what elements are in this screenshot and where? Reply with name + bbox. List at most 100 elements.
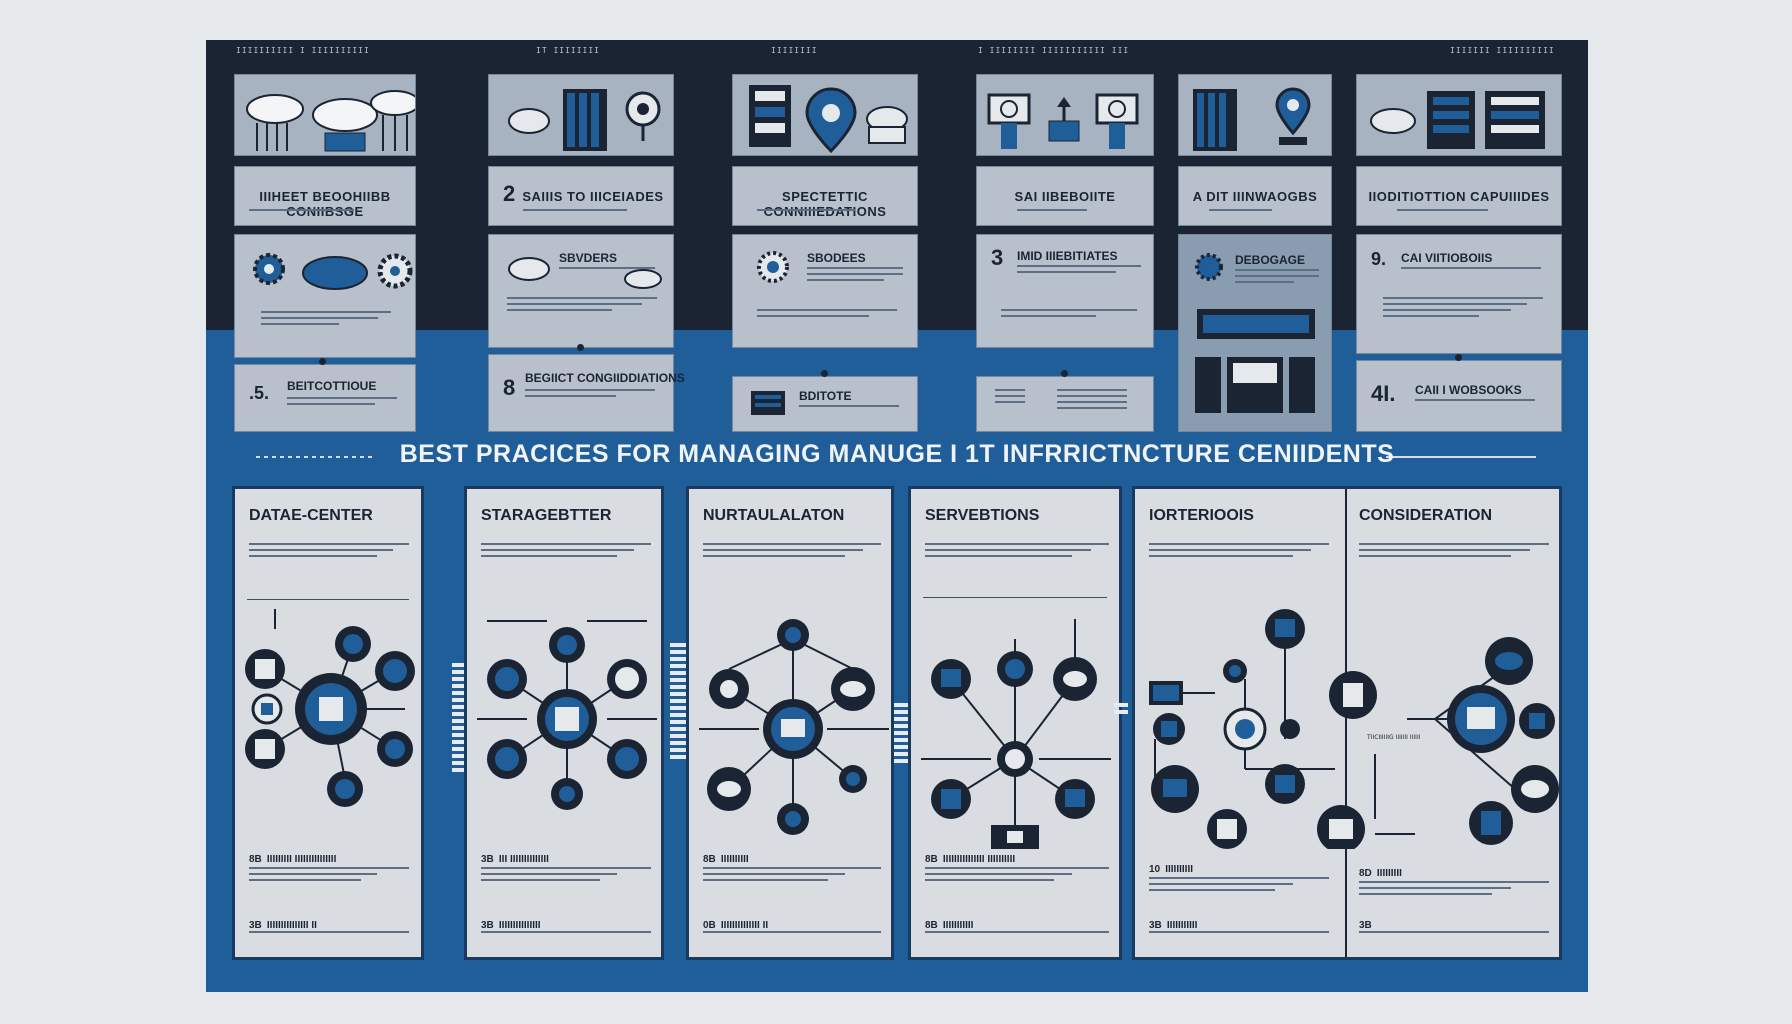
step-title: CAII I WOBSOOKS — [1415, 383, 1522, 397]
cloud-icon — [370, 90, 420, 151]
footer-box: 8 BEGIICT CONGIIDDIATIONS — [488, 354, 685, 432]
step-number: 2 — [503, 181, 516, 206]
binder-clip — [1114, 700, 1128, 717]
body-box: 3 IMID IIIEBITIATES — [976, 234, 1154, 348]
icon-strip — [976, 74, 1154, 156]
body-box: DEBOGAGE — [1178, 234, 1332, 432]
connector-dot — [1251, 226, 1258, 233]
banner-dash-left — [256, 456, 376, 458]
text-lines — [1235, 265, 1319, 287]
text-lines — [1415, 395, 1535, 405]
cloud-icon — [508, 257, 550, 281]
server-rack-icon — [1427, 91, 1475, 149]
text-lines — [559, 263, 655, 273]
footnote-number: 0B — [703, 920, 716, 931]
text-lines — [1359, 927, 1549, 937]
column-heading: SPECTETTIC CONNIIIEDATIONS — [763, 189, 887, 219]
cloud-icon — [246, 94, 304, 151]
flow-diagram: TIICIIIIIIG IIIIIII IIIIII — [1149, 609, 1559, 849]
connector-dot — [577, 226, 584, 233]
cloud-icon — [624, 269, 662, 289]
step-title: SBVDERS — [559, 251, 618, 265]
monitor-icons — [987, 93, 1139, 149]
step-title: BEITCOTTIOUE — [287, 379, 377, 393]
connector-dot — [821, 370, 828, 377]
footer-box — [976, 376, 1154, 432]
server-icons — [508, 89, 661, 151]
connector-dot — [1061, 370, 1068, 377]
connector-dot — [1061, 226, 1068, 233]
panel-footnote: 8D IIIIIIIII — [1359, 861, 1549, 895]
panel-title: SERVEBTIONS — [925, 507, 1040, 524]
footnote-title: IIIIIIIII — [1376, 868, 1402, 879]
text-lines — [703, 863, 881, 885]
lower-panel-virtualization: NURTAULALATON 8B IIIIIIIIII 0B IIIIIIIII… — [686, 486, 894, 960]
footnote-title: IIIIIIIIII — [1165, 864, 1194, 875]
footnote-number: 8B — [925, 854, 938, 865]
location-pin-icon — [805, 87, 857, 154]
server-pin-icons — [1193, 87, 1311, 151]
connector-dot — [319, 358, 326, 365]
cloud-icon — [1370, 108, 1416, 134]
column-heading: SAI IIBEBOIITE — [1014, 189, 1116, 204]
panel-footnote: 8B IIIIIIIIIII — [925, 913, 1109, 933]
footnote-number: 8B — [249, 854, 262, 865]
footnote-number: 8D — [1359, 868, 1372, 879]
connector-dot — [1455, 226, 1462, 233]
step-title: BEGIICT CONGIIDDIATIONS — [525, 371, 685, 385]
text-lines — [261, 307, 391, 329]
footnote-title: IIIIIIIIIIIIIII — [498, 920, 541, 931]
text-lines — [249, 863, 409, 885]
panel-title: DATAE-CENTER — [249, 507, 373, 524]
body-box: SBODEES — [732, 234, 918, 348]
page-title: BEST PRACICES FOR MANAGING MANUGE I 1T I… — [399, 440, 1395, 468]
divider — [1345, 489, 1347, 957]
text-lines — [287, 393, 397, 409]
banner-dash-right — [1386, 456, 1536, 458]
step-title: DEBOGAGE — [1235, 253, 1306, 267]
connector-dot — [319, 226, 326, 233]
gear-icon — [757, 251, 789, 283]
server-icon — [751, 391, 785, 415]
text-lines — [1383, 293, 1543, 321]
top-label: IIIIIII IIIIIIIIII — [1450, 46, 1555, 55]
body-box — [234, 234, 416, 358]
footer-box: BDITOTE — [732, 376, 918, 432]
step-number: 8 — [503, 375, 516, 400]
text-lines — [757, 305, 897, 321]
text-lines — [703, 927, 881, 937]
cloud-icons — [246, 90, 420, 152]
text-lines — [1397, 205, 1527, 215]
server-icon — [1197, 309, 1315, 339]
text-lines — [807, 263, 903, 285]
footnote-number: 3B — [481, 920, 494, 931]
footnote-number: 3B — [249, 920, 262, 931]
top-label: IIIIIIII — [771, 46, 818, 55]
footnote-number: 3B — [1359, 920, 1372, 931]
divider — [247, 599, 409, 600]
text-lines — [249, 205, 399, 215]
footer-box: 4I. CAII I WOBSOOKS — [1356, 360, 1562, 432]
diagram-caption: TIICIIIIIIG IIIIIII IIIIII — [1366, 734, 1421, 741]
heading-box: IIODITIOTTION CAPUIIIDES — [1356, 166, 1562, 226]
lower-panel-servers: SERVEBTIONS 8B IIIIIIIIIIIIIII IIIIIIIII… — [908, 486, 1122, 960]
network-icon — [1048, 97, 1080, 142]
top-labels: IIIIIIIIII I IIIIIIIIII IT IIIIIIII IIII… — [206, 46, 1588, 60]
column-heading: IIODITIOTTION CAPUIIIDES — [1368, 189, 1550, 204]
text-lines — [1149, 873, 1329, 895]
text-lines — [1001, 305, 1137, 321]
gear-icon — [1195, 253, 1223, 281]
binder-clip — [670, 640, 690, 762]
panel-footnote: 8B IIIIIIIIII — [703, 847, 881, 881]
heading-box: SAI IIBEBOIITE — [976, 166, 1154, 226]
footnote-number: 3B — [1149, 920, 1162, 931]
text-lines — [925, 863, 1109, 885]
footnote-number: 8B — [925, 920, 938, 931]
step-number: 4I. — [1371, 381, 1396, 406]
footnote-title: III IIIIIIIIIIIIII — [498, 854, 549, 865]
text-lines — [249, 539, 409, 561]
text-lines — [1017, 205, 1117, 215]
text-lines — [1149, 927, 1329, 937]
panel-footnote: 8B IIIIIIIIIIIIIII IIIIIIIIII — [925, 847, 1109, 881]
footnote-title: IIIIIIIIIII — [942, 920, 974, 931]
